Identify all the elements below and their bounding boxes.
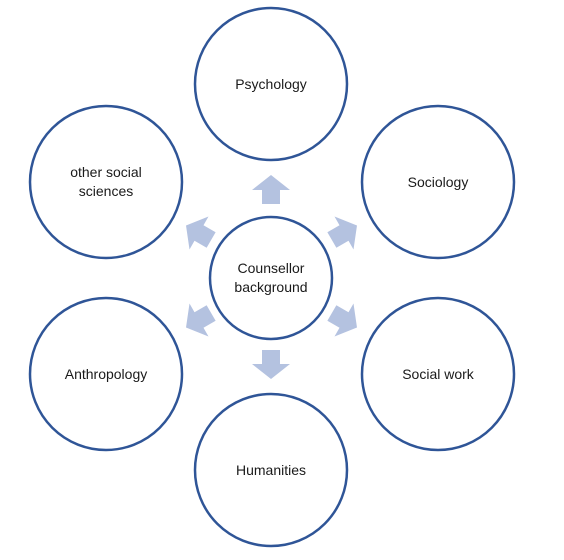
node-sociology: Sociology xyxy=(360,104,516,260)
center-label-line-1: Counsellor xyxy=(238,260,305,276)
arrow-to-anthropology xyxy=(186,303,216,337)
arrow-to-other-social-sciences xyxy=(186,216,216,250)
node-anthropology: Anthropology xyxy=(28,296,184,452)
arrow-to-humanities xyxy=(252,350,290,379)
center-label-line-2: background xyxy=(234,279,307,295)
arrow-to-sociology xyxy=(327,216,357,250)
node-psychology: Psychology xyxy=(193,6,349,162)
node-label: Social work xyxy=(402,366,475,382)
node-social-work: Social work xyxy=(360,296,516,452)
node-humanities: Humanities xyxy=(193,392,349,548)
arrow-to-psychology xyxy=(252,175,290,204)
node-label: Psychology xyxy=(235,76,307,92)
node-other-social-sciences: other social sciences xyxy=(28,104,184,260)
arrow-to-social-work xyxy=(327,303,357,337)
node-label: Anthropology xyxy=(65,366,148,382)
node-label: Humanities xyxy=(236,462,306,478)
node-label-line-1: other social xyxy=(70,164,142,180)
node-label-line-2: sciences xyxy=(79,183,133,199)
center-node: Counsellor background xyxy=(208,215,334,341)
node-label: Sociology xyxy=(408,174,469,190)
